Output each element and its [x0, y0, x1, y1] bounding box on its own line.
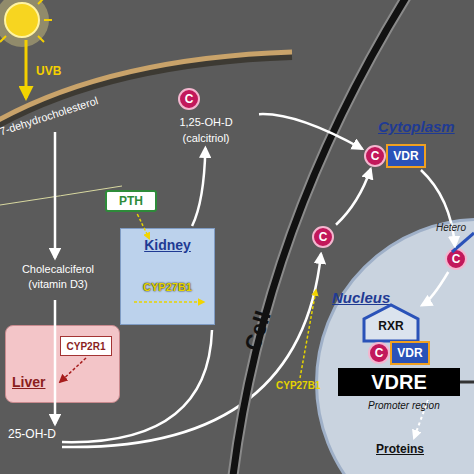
- flow-arrow: [422, 272, 448, 305]
- compartment-name: Nucleus: [332, 289, 390, 306]
- organ-name: Liver: [12, 374, 45, 390]
- calcitriol-circle: C: [312, 226, 334, 248]
- flow-arrow: [137, 214, 149, 239]
- organ-box: Liver CYP2R1: [5, 325, 120, 403]
- molecule-letter: C: [370, 344, 388, 362]
- receptor-box: VDR: [390, 341, 430, 365]
- enzyme-arrow: [134, 301, 204, 303]
- vessel-line: [0, 186, 122, 205]
- sun-halo: [0, 0, 49, 47]
- flow-arrow: [421, 170, 455, 246]
- receptor-name: VDR: [388, 146, 424, 166]
- product-name: Proteins: [376, 442, 424, 456]
- molecule-name: 1,25-OH-D (calcitriol): [155, 114, 257, 146]
- receptor-name: VDR: [392, 343, 428, 363]
- calcitriol-circle: C: [364, 145, 386, 167]
- organ-box: KidneyCYP27B1: [120, 228, 215, 325]
- flow-arrow: [336, 169, 371, 225]
- sun: [5, 3, 39, 37]
- molecule-letter: C: [180, 90, 198, 108]
- uptake-arrow: [62, 254, 321, 447]
- rxr-roof: RXR: [362, 303, 420, 343]
- nucleus-circle: NucleusCRXRCVDRVDREPromoter region: [315, 218, 474, 474]
- element-name: VDRE: [338, 368, 460, 396]
- compartment-name: Cytoplasm: [378, 118, 455, 135]
- radiation-label: UVB: [36, 64, 61, 78]
- enzyme-name: CYP27B1: [126, 281, 209, 293]
- calcitriol-circle: C: [445, 248, 467, 270]
- receptor-name: RXR: [362, 319, 420, 333]
- expression-arrow: [414, 400, 428, 438]
- molecule-name: 25-OH-D: [8, 427, 56, 441]
- complex-name: Hetero: [436, 222, 466, 233]
- molecule-letter: C: [366, 147, 384, 165]
- flow-arrow: [259, 114, 362, 149]
- heterodimer-roof: [452, 233, 474, 252]
- enzyme-name: CYP2R1: [61, 337, 111, 355]
- flow-arrow: [192, 148, 205, 226]
- compartment-name: Cell: [240, 308, 277, 354]
- enzyme-arrow: [300, 290, 316, 378]
- enzyme-name: CYP27B1: [276, 380, 320, 391]
- sun-rays: [0, 0, 52, 42]
- region-name: Promoter region: [368, 400, 440, 411]
- conversion-arrow: [54, 132, 57, 258]
- molecule-name: Cholecalciferol (vitamin D3): [6, 262, 110, 292]
- molecule-letter: C: [447, 250, 465, 268]
- hormone-box: PTH: [105, 190, 157, 212]
- enzyme-box: CYP2R1: [60, 336, 112, 356]
- molecule-name: 7-dehydrocholesterol: [0, 94, 99, 137]
- calcitriol-circle: C1,25-OH-D (calcitriol): [178, 88, 200, 110]
- dna-strand: [460, 381, 474, 384]
- uvb-arrow: [25, 40, 28, 98]
- molecule-letter: C: [314, 228, 332, 246]
- hormone-name: PTH: [107, 192, 155, 210]
- receptor-box: VDR: [386, 144, 426, 168]
- response-element-box: VDREPromoter region: [338, 368, 460, 396]
- calcitriol-circle: C: [368, 342, 390, 364]
- organ-name: Kidney: [121, 237, 214, 253]
- conversion-arrow: [54, 300, 57, 424]
- enzyme-arrow: [60, 358, 86, 382]
